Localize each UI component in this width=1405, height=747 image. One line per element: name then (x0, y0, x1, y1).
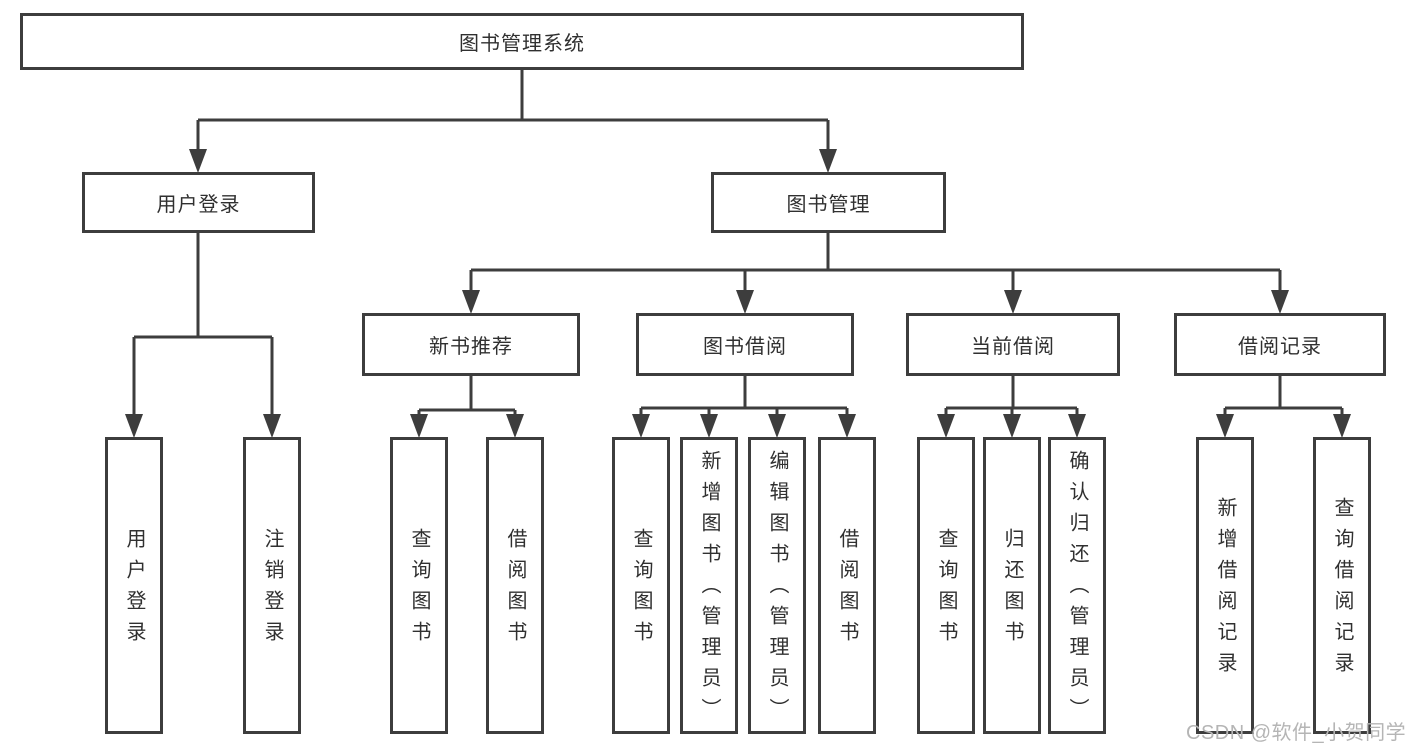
leaf-borrow-books: 借阅图书 (818, 437, 876, 734)
leaf-query-books-current: 查询图书 (917, 437, 975, 734)
leaf-borrow-books-recommend: 借阅图书 (486, 437, 544, 734)
leaf-add-borrow-record: 新增借阅记录 (1196, 437, 1254, 734)
leaf-query-books-recommend: 查询图书 (390, 437, 448, 734)
leaf-user-login: 用户登录 (105, 437, 163, 734)
leaf-logout: 注销登录 (243, 437, 301, 734)
node-book-borrow: 图书借阅 (636, 313, 854, 376)
node-borrow-records: 借阅记录 (1174, 313, 1386, 376)
node-new-book-recommend: 新书推荐 (362, 313, 580, 376)
watermark: CSDN @软件_小贺同学 (1186, 722, 1405, 744)
leaf-query-borrow-record: 查询借阅记录 (1313, 437, 1371, 734)
node-current-borrow: 当前借阅 (906, 313, 1120, 376)
node-book-management: 图书管理 (711, 172, 946, 233)
leaf-add-books-admin: 新增图书（管理员） (680, 437, 738, 734)
leaf-confirm-return-admin: 确认归还（管理员） (1048, 437, 1106, 734)
node-user-login: 用户登录 (82, 172, 315, 233)
connector-shafts (132, 70, 1344, 417)
leaf-edit-books-admin: 编辑图书（管理员） (748, 437, 806, 734)
leaf-query-books-borrow: 查询图书 (612, 437, 670, 734)
arrowheads (125, 149, 1351, 438)
leaf-return-books: 归还图书 (983, 437, 1041, 734)
node-root: 图书管理系统 (20, 13, 1024, 70)
